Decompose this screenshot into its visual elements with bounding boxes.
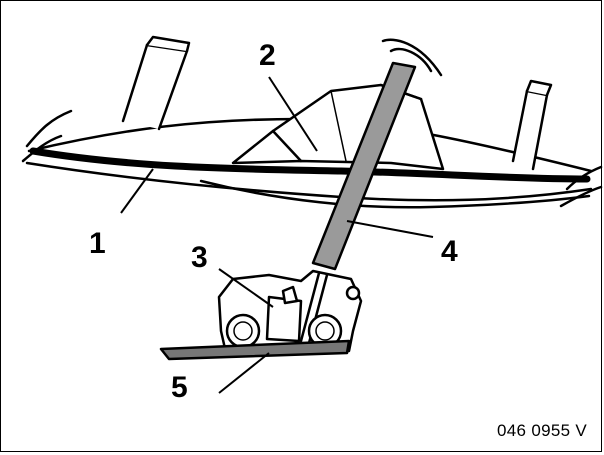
roller-left (225, 313, 261, 349)
leader-4 (346, 220, 434, 238)
break-mark-left (25, 109, 73, 148)
break-mark-right (565, 165, 603, 191)
break-mark-left-2 (21, 134, 63, 163)
leader-5 (218, 352, 270, 394)
break-mark-right-2 (559, 185, 603, 208)
upright-tab-left (121, 43, 189, 131)
leader-1 (120, 168, 154, 214)
frame-inner-edge (199, 179, 591, 209)
rod-4 (311, 61, 417, 271)
callout-1: 1 (89, 227, 106, 260)
leader-2 (268, 76, 318, 152)
figure-code: 046 0955 V (497, 421, 587, 440)
rail-line (29, 147, 591, 183)
callout-4: 4 (441, 235, 458, 268)
callout-2: 2 (259, 39, 276, 72)
callout-5: 5 (171, 371, 188, 404)
glass-rail-5 (159, 339, 351, 361)
leader-3 (218, 268, 274, 308)
callout-3: 3 (191, 241, 208, 274)
upright-tab-right (511, 89, 549, 171)
